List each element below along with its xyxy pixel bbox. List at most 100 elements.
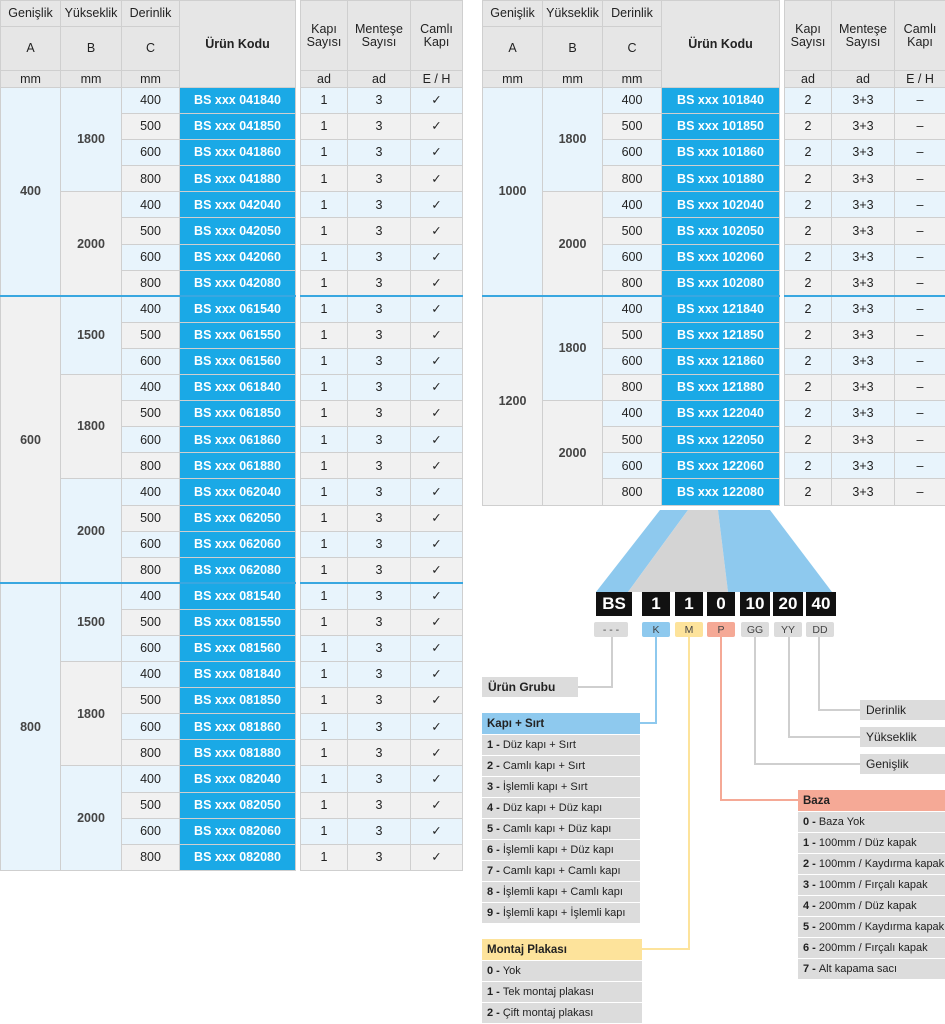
product-code-cell: BS xxx 061860 xyxy=(179,426,296,454)
product-code-cell: BS xxx 041860 xyxy=(179,139,296,167)
product-code-cell: BS xxx 082080 xyxy=(179,843,296,871)
legend-item: 0 -Baza Yok xyxy=(798,811,945,832)
product-code-cell: BS xxx 062050 xyxy=(179,504,296,532)
depth-cell: 800 xyxy=(121,843,180,871)
door-count-cell: 1 xyxy=(300,765,348,793)
legend-item: 0 -Yok xyxy=(482,960,642,981)
legend-item-text: Camlı kapı + Sırt xyxy=(502,760,586,772)
code-box-mount: 1 xyxy=(675,592,703,616)
depth-cell: 600 xyxy=(121,347,180,376)
unit-ad: ad xyxy=(300,70,348,88)
product-code-cell: BS xxx 122060 xyxy=(661,452,780,480)
label-height: Yükseklik xyxy=(860,727,945,747)
legend-item: 1 -100mm / Düz kapak xyxy=(798,832,945,853)
depth-cell: 500 xyxy=(121,791,180,819)
funnel-right xyxy=(718,510,832,592)
height-cell: 1800 xyxy=(60,86,122,193)
door-count-cell: 2 xyxy=(784,191,832,219)
glass-door-cell: ✓ xyxy=(410,374,463,402)
glass-door-cell: – xyxy=(894,374,945,402)
legend-item-text: Baza Yok xyxy=(818,816,865,828)
legend-item-text: 100mm / Fırçalı kapak xyxy=(818,879,928,891)
hinge-count-cell: 3 xyxy=(347,556,411,584)
depth-cell: 800 xyxy=(121,556,180,584)
legend-item-key: 1 - xyxy=(487,739,500,751)
legend-item-text: 100mm / Düz kapak xyxy=(818,837,917,849)
header-b: B xyxy=(60,26,122,71)
glass-door-cell: – xyxy=(894,400,945,428)
legend-item: 7 -Alt kapama sacı xyxy=(798,958,945,979)
glass-door-cell: – xyxy=(894,321,945,349)
hinge-count-cell: 3 xyxy=(347,400,411,428)
product-code-cell: BS xxx 042050 xyxy=(179,217,296,245)
legend-item-key: 1 - xyxy=(487,986,500,998)
legend-mount-title: Montaj Plakası xyxy=(482,939,642,960)
legend-item-key: 7 - xyxy=(487,865,500,877)
product-code-cell: BS xxx 041880 xyxy=(179,165,296,193)
legend-item-key: 3 - xyxy=(803,879,816,891)
glass-door-cell: ✓ xyxy=(410,139,463,167)
hinge-count-cell: 3 xyxy=(347,817,411,845)
legend-item-text: İşlemli kapı + Sırt xyxy=(502,781,588,793)
product-code-cell: BS xxx 121860 xyxy=(661,347,780,376)
hinge-count-cell: 3 xyxy=(347,347,411,376)
header-c: C xyxy=(121,26,180,71)
product-code-cell: BS xxx 062080 xyxy=(179,556,296,584)
unit-ad: ad xyxy=(784,70,832,88)
door-count-cell: 1 xyxy=(300,817,348,845)
product-code-cell: BS xxx 101860 xyxy=(661,139,780,167)
legend-item-key: 0 - xyxy=(487,965,500,977)
legend-item-text: Yok xyxy=(502,965,521,977)
height-cell: 2000 xyxy=(542,191,603,297)
hinge-count-cell: 3 xyxy=(347,243,411,271)
legend-item-key: 3 - xyxy=(487,781,500,793)
depth-cell: 800 xyxy=(121,165,180,193)
hinge-count-cell: 3 xyxy=(347,321,411,349)
depth-cell: 500 xyxy=(602,113,662,141)
depth-cell: 600 xyxy=(121,713,180,741)
product-code-cell: BS xxx 081560 xyxy=(179,634,296,663)
code-tag-k: K xyxy=(642,622,670,637)
product-code-cell: BS xxx 101850 xyxy=(661,113,780,141)
depth-cell: 400 xyxy=(602,191,662,219)
legend-item-text: Çift montaj plakası xyxy=(502,1007,594,1019)
glass-door-cell: ✓ xyxy=(410,791,463,819)
depth-cell: 800 xyxy=(602,374,662,402)
door-count-cell: 1 xyxy=(300,139,348,167)
door-count-cell: 1 xyxy=(300,452,348,480)
product-code-cell: BS xxx 102060 xyxy=(661,243,780,271)
depth-cell: 800 xyxy=(121,269,180,297)
legend-item-key: 7 - xyxy=(803,963,816,975)
hinge-count-cell: 3+3 xyxy=(831,426,895,454)
code-tag-m: M xyxy=(675,622,703,637)
product-code-cell: BS xxx 081850 xyxy=(179,687,296,715)
door-count-cell: 2 xyxy=(784,269,832,297)
door-count-cell: 1 xyxy=(300,243,348,271)
header-glass-door: Camlı Kapı xyxy=(410,0,463,71)
door-count-cell: 2 xyxy=(784,347,832,376)
header-height: Yükseklik xyxy=(542,0,603,27)
glass-door-cell: ✓ xyxy=(410,347,463,376)
hinge-count-cell: 3 xyxy=(347,452,411,480)
glass-door-cell: ✓ xyxy=(410,687,463,715)
hinge-count-cell: 3 xyxy=(347,139,411,167)
header-depth: Derinlik xyxy=(602,0,662,27)
legend-item: 1 -Düz kapı + Sırt xyxy=(482,734,640,755)
hinge-count-cell: 3 xyxy=(347,582,411,610)
glass-door-cell: ✓ xyxy=(410,739,463,767)
door-count-cell: 2 xyxy=(784,139,832,167)
door-count-cell: 2 xyxy=(784,217,832,245)
